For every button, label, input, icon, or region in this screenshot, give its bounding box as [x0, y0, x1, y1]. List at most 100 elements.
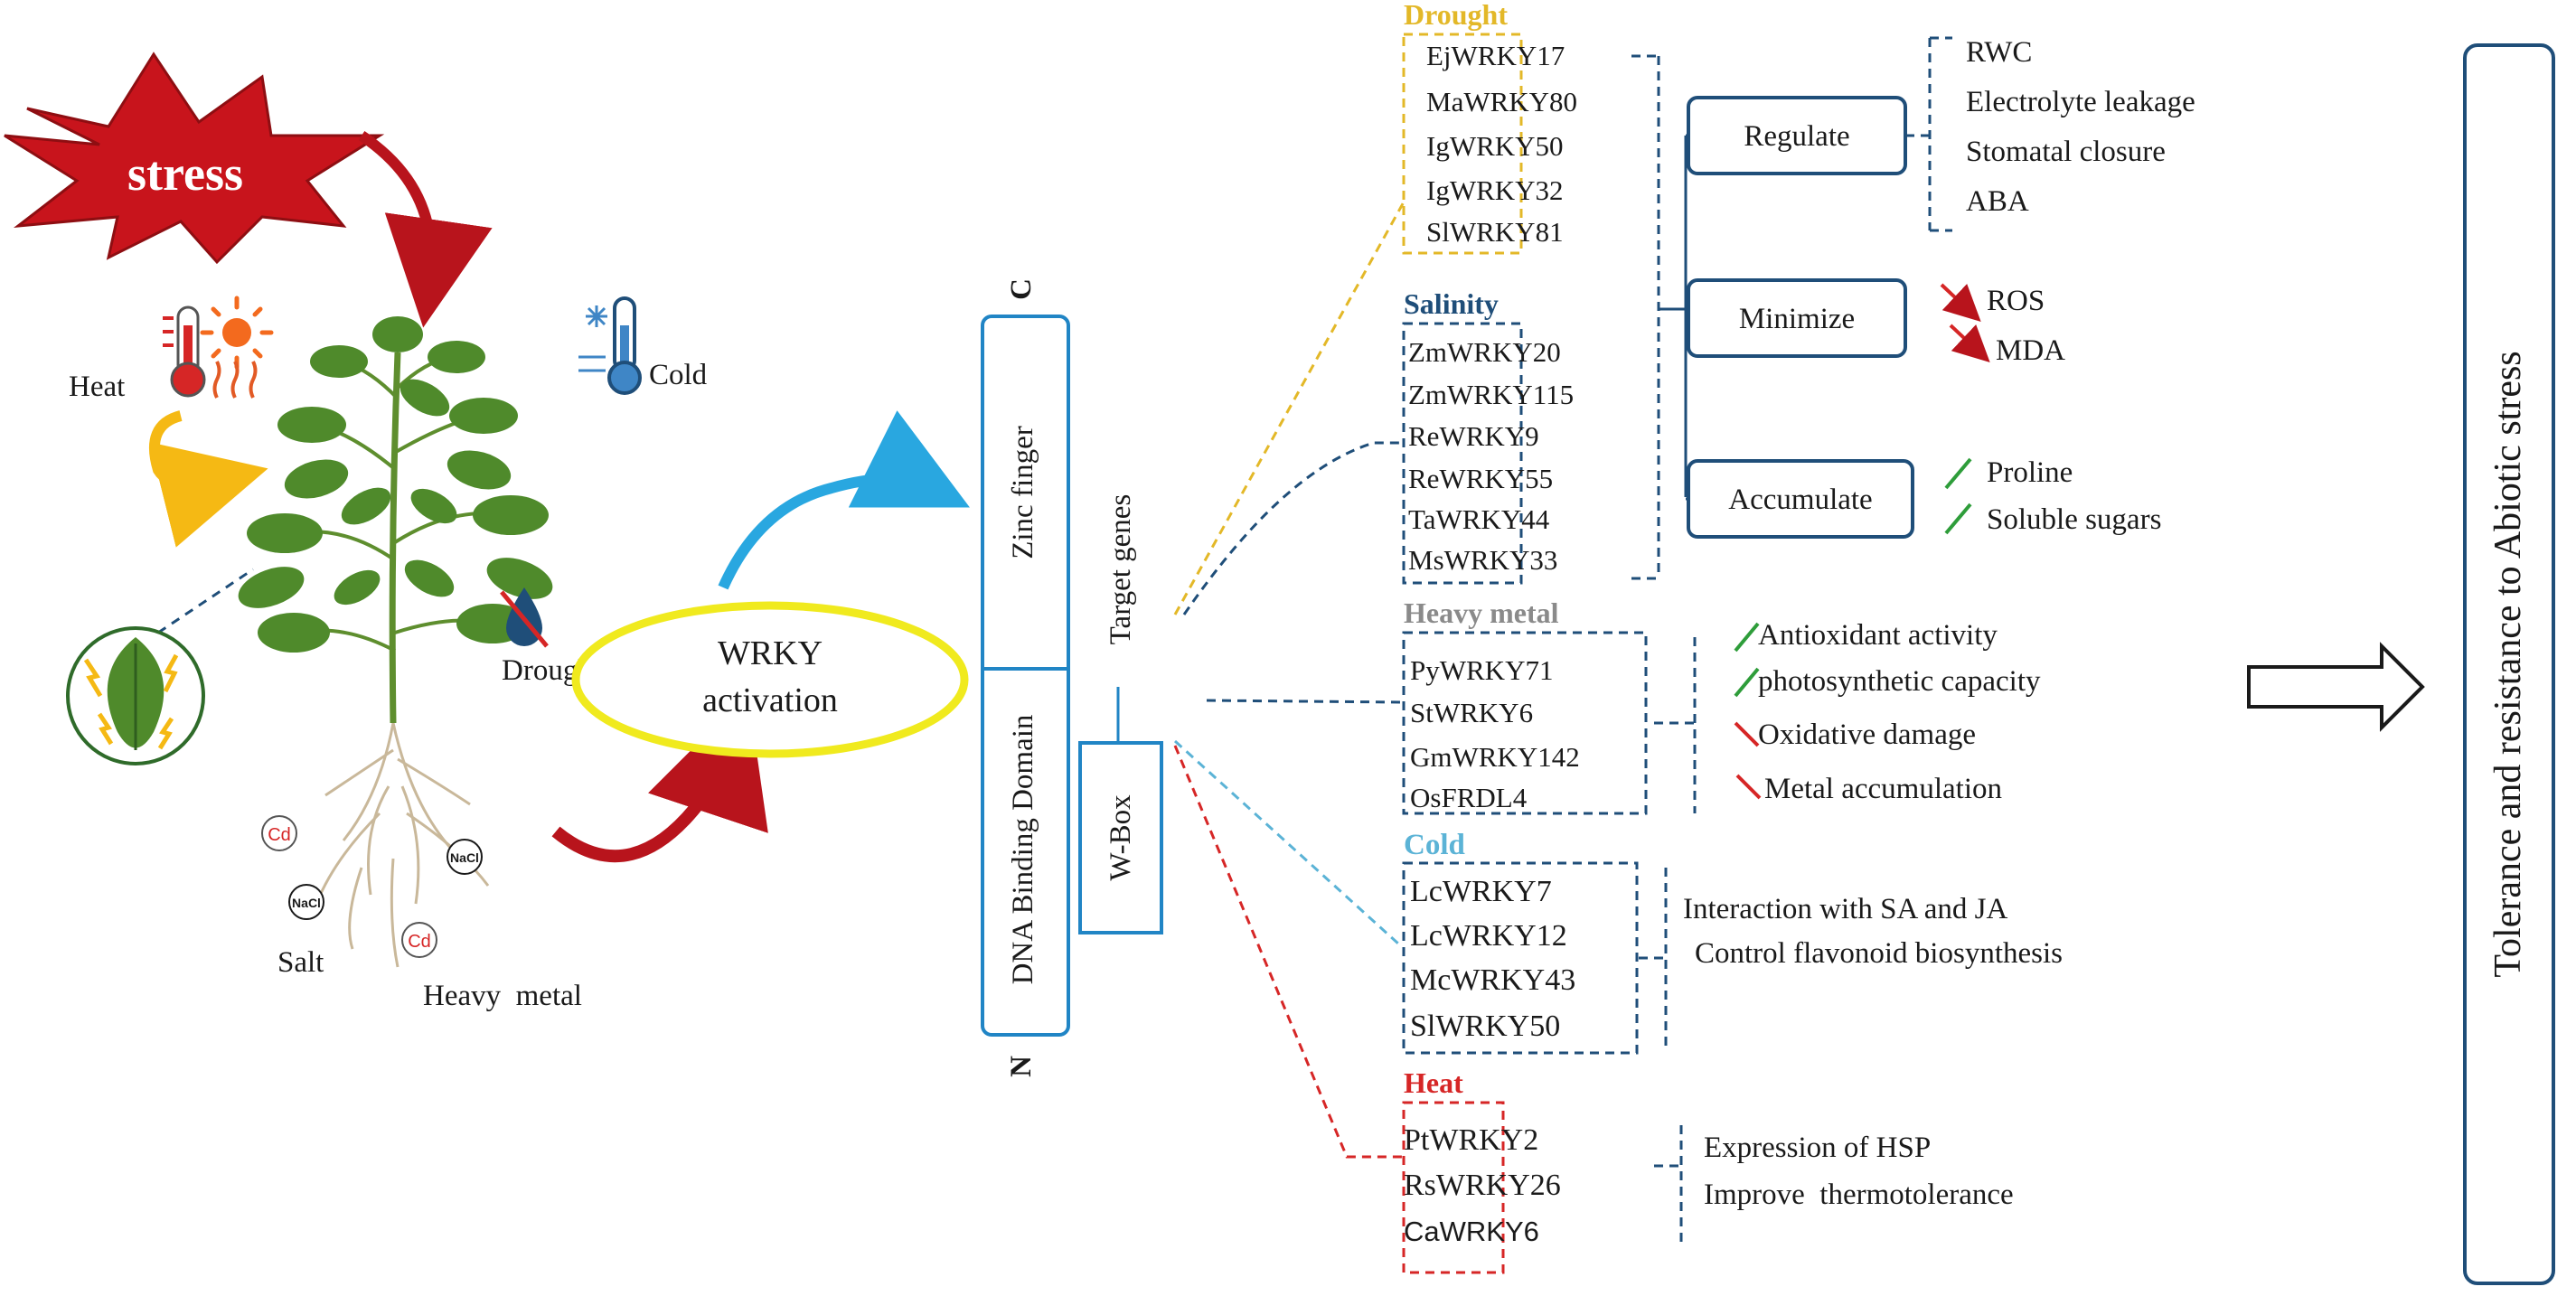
zinc-finger-label: Zinc finger: [1007, 426, 1039, 559]
drought-group-title: Drought: [1404, 0, 1508, 31]
dbd-label: DNA Binding Domain: [1007, 715, 1039, 985]
nacl-ion-label: NaCl: [450, 850, 479, 865]
effect-text: Soluble sugars: [1987, 503, 2161, 536]
wrky-to-domain-arrow: [718, 410, 970, 590]
gene-name: SlWRKY81: [1426, 216, 1564, 248]
up-arrow-icon: [1734, 667, 1760, 698]
target-genes-label: Target genes: [1105, 494, 1137, 645]
heavy-effects: Antioxidant activity photosynthetic capa…: [1734, 619, 2041, 805]
result-box: Tolerance and resistance to Abiotic stre…: [2463, 43, 2555, 1285]
c-terminus-label: C: [1005, 278, 1038, 300]
salinity-gene-list: ZmWRKY20 ZmWRKY115 ReWRKY9 ReWRKY55 TaWR…: [1408, 336, 1574, 576]
down-arrow-icon: [1940, 283, 1981, 322]
heat-effects: Expression of HSP Improve thermotoleranc…: [1704, 1132, 2014, 1211]
w-box: [1078, 741, 1163, 934]
accumulate-label: Accumulate: [1728, 484, 1872, 516]
effect-text: Expression of HSP: [1704, 1132, 1931, 1164]
gene-name: GmWRKY142: [1410, 741, 1580, 773]
cd-ion-icon: Cd: [261, 815, 297, 851]
gene-name: MsWRKY33: [1408, 544, 1557, 576]
effect-text: RWC: [1966, 36, 2032, 69]
gene-name: MaWRKY80: [1426, 86, 1577, 117]
down-arrow-icon: [1949, 324, 1990, 362]
cold-thermometer-icon: [578, 296, 642, 395]
cd-ion-icon-2: Cd: [401, 922, 437, 958]
heat-group: Heat PtWRKY2 RsWRKY26 CaWRKY6: [1402, 1066, 1561, 1274]
salt-label: Salt: [277, 946, 324, 979]
effect-text: Control flavonoid biosynthesis: [1695, 937, 2063, 970]
gene-name: PyWRKY71: [1410, 654, 1553, 686]
heavy-metal-group-title: Heavy metal: [1404, 596, 1559, 629]
action-connectors: [1684, 134, 1688, 501]
gene-name: RsWRKY26: [1404, 1169, 1561, 1202]
heat-thermometer-icon: [163, 305, 206, 398]
heat-gene-list: PtWRKY2 RsWRKY26 CaWRKY6: [1404, 1123, 1561, 1247]
effect-text: ROS: [1987, 285, 2045, 317]
group-connectors: [1173, 198, 1407, 1159]
gene-name: ZmWRKY115: [1408, 379, 1574, 410]
effect-text: photosynthetic capacity: [1758, 665, 2041, 698]
heavy-metal-group: Heavy metal PyWRKY71 StWRKY6 GmWRKY142 O…: [1402, 596, 1648, 815]
down-arrow-icon: [1734, 721, 1760, 747]
wrky-label-line2: activation: [702, 681, 838, 719]
effect-text: Improve thermotolerance: [1704, 1179, 2014, 1211]
heat-group-title: Heat: [1404, 1066, 1463, 1099]
effect-text: Electrolyte leakage: [1966, 86, 2195, 118]
cold-group: Cold LcWRKY7 LcWRKY12 McWRKY43 SlWRKY50: [1402, 829, 1639, 1055]
up-arrow-icon: [1944, 457, 1972, 490]
accumulate-effects: Proline Soluble sugars: [1944, 456, 2161, 536]
gene-name: McWRKY43: [1410, 963, 1575, 997]
salinity-group: Salinity ZmWRKY20 ZmWRKY115 ReWRKY9 ReWR…: [1402, 287, 1574, 585]
regulate-label: Regulate: [1744, 120, 1849, 153]
heavy-metal-gene-list: PyWRKY71 StWRKY6 GmWRKY142 OsFRDL4: [1410, 654, 1580, 813]
gene-name: StWRKY6: [1410, 697, 1533, 728]
gene-name: IgWRKY32: [1426, 174, 1564, 206]
n-terminus-label: N: [1005, 1056, 1038, 1077]
heavy-effects-bracket: [1654, 637, 1697, 813]
minimize-label: Minimize: [1739, 303, 1855, 335]
gene-name: ReWRKY9: [1408, 420, 1539, 452]
wrky-activation-oval: WRKY activation: [571, 601, 969, 758]
cd-ion-label: Cd: [268, 825, 291, 845]
wrky-label-line1: WRKY: [718, 634, 823, 672]
effect-text: Interaction with SA and JA: [1683, 893, 2007, 925]
damaged-leaf-icon: [66, 626, 205, 765]
effect-text: Antioxidant activity: [1758, 619, 1998, 652]
stress-label: stress: [127, 146, 243, 201]
effect-text: ABA: [1966, 185, 2029, 218]
result-arrow: [2247, 642, 2425, 732]
cold-effects: Interaction with SA and JA Control flavo…: [1683, 893, 2063, 970]
regulate-box: Regulate: [1687, 96, 1907, 175]
stress-to-plant-arrow: [358, 131, 493, 328]
up-arrow-icon: [1944, 502, 1972, 535]
down-arrow-icon: [1735, 774, 1762, 800]
sun-icon: [200, 296, 274, 399]
w-box-label: W-Box: [1105, 794, 1137, 881]
gene-name: SlWRKY50: [1410, 1010, 1560, 1043]
heat-effects-bracket: [1654, 1125, 1683, 1243]
cold-label: Cold: [649, 359, 708, 391]
nacl-ion-label-2: NaCl: [292, 896, 321, 910]
drought-salinity-bracket: [1631, 54, 1686, 580]
regulate-effects-bracket: [1905, 36, 1952, 232]
nacl-ion-icon: NaCl: [447, 839, 483, 875]
gene-name: PtWRKY2: [1404, 1123, 1538, 1157]
effect-text: MDA: [1996, 334, 2065, 367]
accumulate-box: Accumulate: [1687, 459, 1914, 539]
salinity-group-title: Salinity: [1404, 287, 1499, 320]
cold-group-title: Cold: [1404, 829, 1465, 861]
effect-text: Stomatal closure: [1966, 136, 2166, 168]
gene-name: TaWRKY44: [1408, 503, 1550, 535]
gene-name: CaWRKY6: [1404, 1216, 1539, 1247]
effect-text: Proline: [1987, 456, 2073, 489]
stress-burst: stress: [4, 52, 385, 265]
domain-bar: [981, 315, 1070, 1037]
heat-label: Heat: [69, 371, 125, 403]
result-label: Tolerance and resistance to Abiotic stre…: [2487, 351, 2529, 977]
leaf-connector-line: [144, 568, 254, 643]
gene-name: LcWRKY12: [1410, 919, 1567, 953]
gene-name: IgWRKY50: [1426, 130, 1564, 162]
plant-to-wrky-arrow: [551, 692, 768, 863]
plant-illustration: [238, 316, 553, 968]
